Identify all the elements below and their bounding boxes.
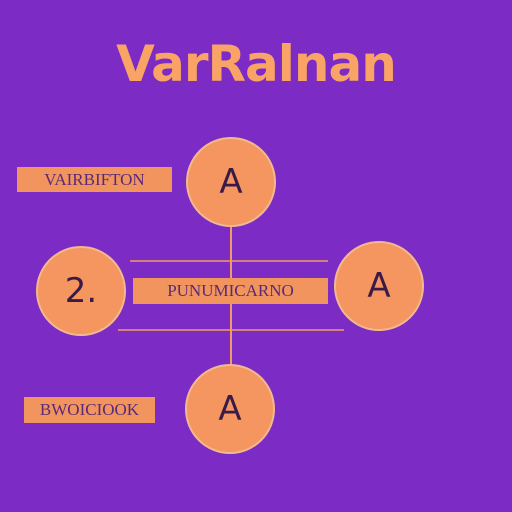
node-left: 2. xyxy=(36,246,126,336)
label-box-bottom-left: BWOICIOOK xyxy=(24,397,155,423)
node-top: A xyxy=(186,137,276,227)
label-box-top-left: VAIRBIFTON xyxy=(17,167,172,192)
node-right: A xyxy=(334,241,424,331)
node-bottom: A xyxy=(185,364,275,454)
label-box-center: PUNUMICARNO xyxy=(133,278,328,304)
diagram-title: VarRalnan xyxy=(116,35,397,93)
